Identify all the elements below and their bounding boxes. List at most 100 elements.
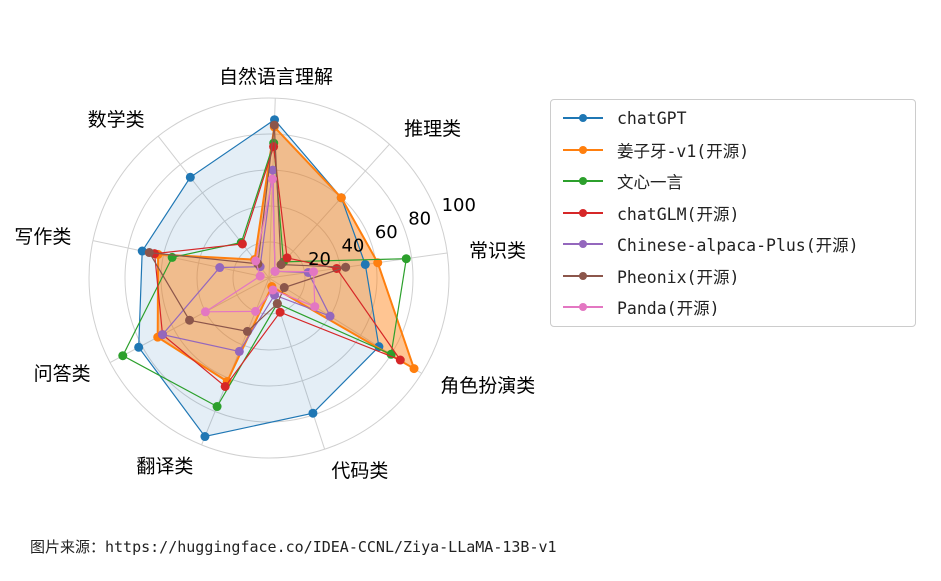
legend-item: chatGLM(开源)	[561, 199, 739, 227]
series-7-point-4	[251, 256, 261, 266]
legend-label: chatGPT	[617, 108, 687, 128]
legend-item: Pheonix(开源)	[561, 262, 739, 290]
series-line-7	[203, 178, 316, 313]
legend-item: 姜子牙-v1(开源)	[561, 136, 749, 164]
series-5-point-3	[268, 165, 278, 175]
series-4-point-2	[282, 253, 292, 263]
axis-label-2: 推理类	[404, 118, 461, 140]
legend-swatch	[561, 266, 605, 286]
series-7-point-5	[255, 271, 265, 281]
series-5-point-5	[215, 263, 225, 273]
r-tick-label: 100	[442, 195, 476, 216]
r-tick-label: 20	[308, 249, 331, 270]
series-6-point-5	[144, 248, 154, 258]
grid-ring-5	[88, 97, 450, 459]
series-1-point-7	[200, 432, 210, 442]
series-7-point-6	[200, 307, 210, 317]
series-7-point-2	[270, 266, 280, 276]
axis-label-1: 常识类	[469, 240, 526, 262]
series-1-point-4	[185, 172, 195, 182]
r-tick-labels: 20 40 60 80 100	[308, 195, 476, 270]
axis-label-8: 代码类	[331, 460, 388, 482]
legend-item: Panda(开源)	[561, 293, 720, 321]
series-3-point-6	[118, 351, 128, 361]
legend-marker	[579, 240, 587, 248]
series-6-point-6	[185, 315, 195, 325]
series-3-point-1	[401, 254, 411, 264]
grid-spoke-7	[201, 277, 270, 446]
legend-marker	[579, 145, 587, 154]
series-5-point-9	[325, 311, 335, 321]
series-1-point-1	[360, 259, 370, 269]
series-6-point-2	[276, 260, 286, 270]
legend-swatch	[561, 140, 605, 160]
grid-ring-2	[196, 205, 342, 351]
series-4-point-9	[395, 355, 405, 365]
series-line-2	[156, 124, 416, 383]
legend-label: Panda(开源)	[617, 299, 720, 318]
legend-marker	[579, 177, 587, 185]
series-6-point-9	[279, 283, 289, 293]
axis-label-7: 翻译类	[136, 455, 193, 477]
grid-spoke-1	[268, 252, 448, 279]
legend-swatch	[561, 234, 605, 254]
axis-label-5: 写作类	[14, 226, 71, 248]
series-7-point-7	[251, 306, 261, 316]
r-tick-label: 40	[341, 236, 364, 257]
axis-label-9: 角色扮演类	[440, 375, 535, 397]
legend-swatch	[561, 203, 605, 223]
series-4-point-4	[237, 239, 247, 249]
legend-item: chatGPT	[561, 104, 687, 132]
series-2-point-1	[373, 258, 383, 268]
axis-label-4: 数学类	[88, 109, 145, 131]
series-6-point-8	[272, 299, 282, 309]
series-1-point-6	[134, 342, 144, 352]
series-2-point-9	[409, 364, 419, 374]
r-tick-label: 80	[408, 209, 431, 230]
series-4-point-3	[269, 142, 279, 152]
grid-ring-1	[232, 241, 306, 315]
series-7-point-8	[268, 285, 278, 295]
series-line-1	[138, 118, 380, 438]
legend-swatch	[561, 297, 605, 317]
legend-item: Chinese-alpaca-Plus(开源)	[561, 230, 859, 258]
grid-spoke-4	[157, 135, 270, 279]
series-6-point-3	[269, 120, 279, 130]
source-caption: 图片来源：https://huggingface.co/IDEA-CCNL/Zi…	[30, 538, 557, 556]
series-7-point-3	[267, 174, 277, 184]
legend-label: 姜子牙-v1(开源)	[617, 141, 750, 161]
series-1-point-8	[308, 408, 318, 418]
legend-marker	[579, 271, 587, 280]
series-7-point-9	[310, 302, 320, 312]
series-1-point-5	[137, 246, 147, 256]
legend-label: 文心一言	[617, 173, 683, 192]
series-7-point-1	[309, 267, 319, 277]
legend-marker	[579, 114, 587, 122]
series-5-point-7	[234, 346, 244, 356]
series-6-point-7	[242, 326, 252, 336]
legend-label: Chinese-alpaca-Plus(开源)	[617, 236, 859, 255]
series-line-4	[153, 146, 402, 388]
legend-item: 文心一言	[561, 167, 683, 195]
legend-marker	[579, 208, 587, 217]
legend-swatch	[561, 108, 605, 128]
series-6-point-1	[341, 262, 351, 272]
series-3-point-9	[386, 349, 396, 359]
series-4-point-8	[275, 307, 285, 317]
legend-swatch	[561, 171, 605, 191]
axis-label-3: 自然语言理解	[219, 66, 333, 88]
series-4-point-7	[220, 381, 230, 391]
series-group	[118, 115, 419, 442]
series-3-point-7	[212, 402, 222, 412]
r-tick-label: 60	[375, 222, 398, 243]
grid-ring-4	[124, 133, 414, 423]
legend-marker	[579, 303, 587, 311]
series-2-point-2	[336, 193, 346, 203]
grid-spoke-5	[92, 240, 270, 279]
legend-label: Pheonix(开源)	[617, 267, 740, 287]
legend-label: chatGLM(开源)	[617, 204, 740, 224]
axis-label-6: 问答类	[34, 363, 91, 385]
legend: chatGPT 姜子牙-v1(开源) 文心一言 chatGLM(开源) Chinese-…	[550, 99, 916, 327]
